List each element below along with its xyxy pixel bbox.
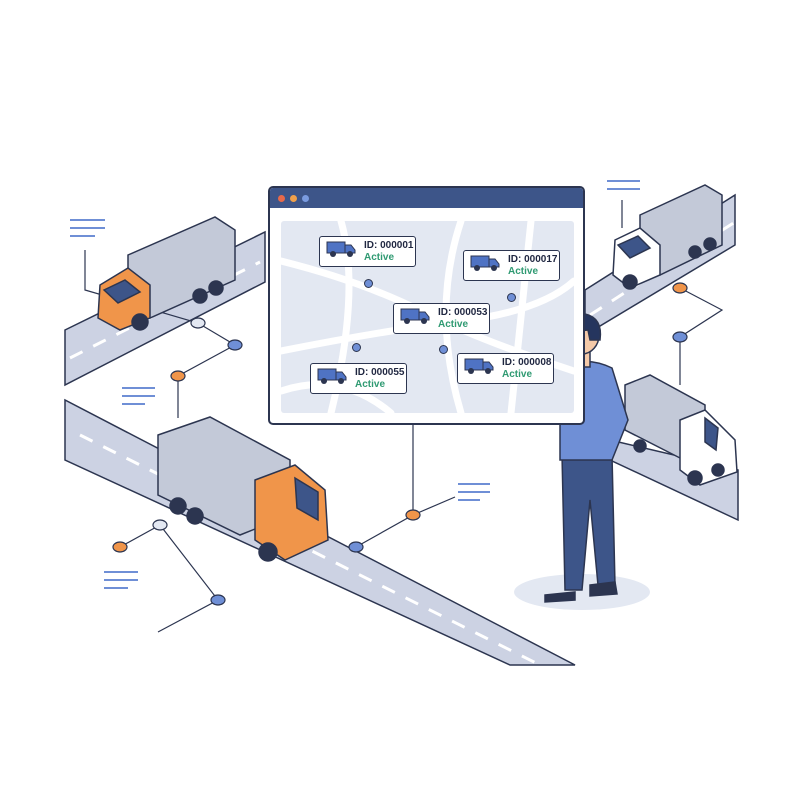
vehicle-id: ID: 000001	[364, 240, 414, 251]
map-marker[interactable]	[352, 343, 361, 352]
vehicle-id: ID: 000053	[438, 307, 488, 318]
truck-icon	[400, 307, 430, 330]
map-marker[interactable]	[364, 279, 373, 288]
truck-orange-top-left	[97, 216, 236, 331]
vehicle-status: Active	[355, 379, 386, 390]
truck-orange-bottom	[157, 416, 329, 562]
map-marker[interactable]	[507, 293, 516, 302]
vehicle-status: Active	[508, 266, 539, 277]
minimize-control-icon[interactable]	[290, 194, 297, 202]
truck-icon	[464, 357, 494, 380]
maximize-control-icon[interactable]	[302, 194, 309, 202]
vehicle-status: Active	[438, 319, 469, 330]
window-titlebar	[270, 188, 583, 208]
vehicle-status: Active	[502, 369, 533, 380]
truck-white-right	[624, 374, 738, 486]
truck-icon	[326, 240, 356, 263]
vehicle-status: Active	[364, 252, 395, 263]
vehicle-id: ID: 000055	[355, 367, 405, 378]
vehicle-id: ID: 000017	[508, 254, 558, 265]
truck-icon	[317, 367, 347, 390]
truck-white-top-right	[612, 184, 723, 290]
close-control-icon[interactable]	[278, 194, 285, 202]
map-marker[interactable]	[439, 345, 448, 354]
truck-icon	[470, 254, 500, 277]
vehicle-id: ID: 000008	[502, 357, 552, 368]
